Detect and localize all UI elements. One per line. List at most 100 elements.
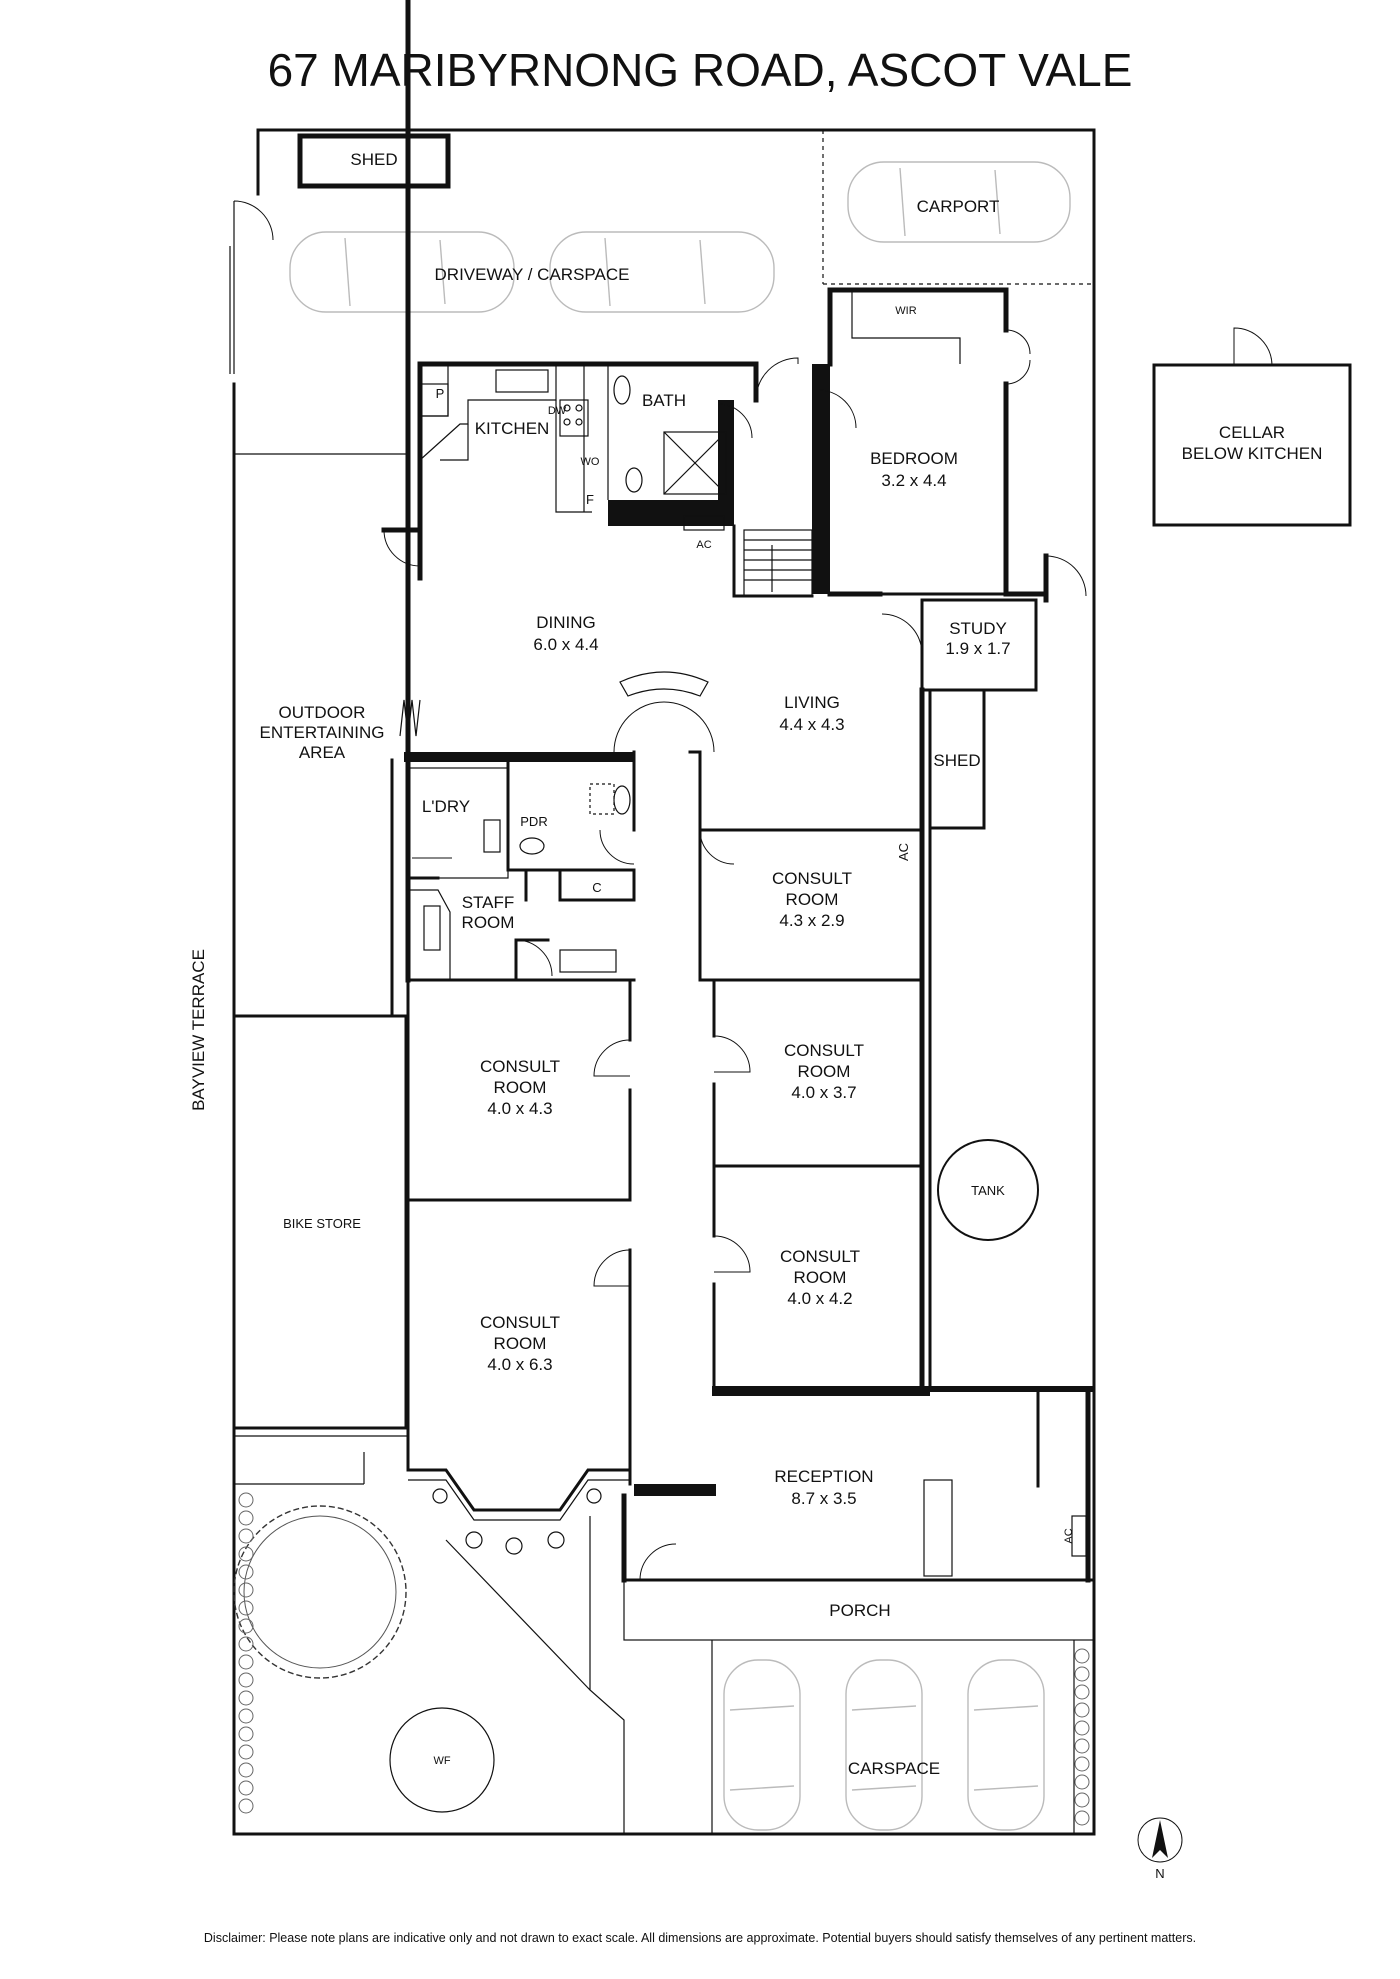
consult2-label-line1: CONSULT — [480, 1057, 560, 1076]
hedge-plant — [1074, 1720, 1090, 1736]
fridge-label: F — [586, 492, 594, 507]
car-icon — [549, 231, 775, 313]
hedge-plant — [1074, 1684, 1090, 1700]
bath-fixtures — [607, 364, 727, 531]
consult2-door[interactable] — [593, 1039, 631, 1077]
wall-oven-label: WO — [581, 456, 600, 468]
outdoor-label-line3: AREA — [299, 743, 346, 762]
hedge-plant — [1074, 1702, 1090, 1718]
cellar — [1152, 363, 1352, 527]
hedge-plant — [238, 1528, 254, 1544]
tree-icon — [233, 1505, 407, 1679]
cellar-label-line1: CELLAR — [1219, 423, 1285, 442]
bedroom-dimensions: 3.2 x 4.4 — [881, 471, 946, 490]
study-door[interactable] — [881, 613, 923, 655]
consult2-label-line2: ROOM — [494, 1078, 547, 1097]
hall-door[interactable] — [755, 357, 799, 401]
fireplace — [619, 671, 709, 697]
pdr-door[interactable] — [599, 829, 635, 865]
reception-dimensions: 8.7 x 3.5 — [791, 1489, 856, 1508]
car-icon — [967, 1659, 1045, 1831]
bifold-door[interactable] — [399, 699, 421, 737]
consult1-dimensions: 4.3 x 2.9 — [779, 911, 844, 930]
outdoor-label-line2: ENTERTAINING — [260, 723, 385, 742]
porch-label: PORCH — [829, 1601, 890, 1620]
bath-door[interactable] — [717, 403, 753, 439]
consult5-door[interactable] — [593, 1249, 631, 1287]
hedge-plant — [238, 1600, 254, 1616]
dishwasher-label: DW — [548, 405, 567, 417]
staff-door[interactable] — [515, 939, 553, 977]
water-feature — [389, 1707, 495, 1813]
disclaimer: Disclaimer: Please note plans are indica… — [204, 1931, 1196, 1945]
consult4-label-line2: ROOM — [794, 1268, 847, 1287]
kitchen-label: KITCHEN — [475, 419, 550, 438]
consult4-label-line1: CONSULT — [780, 1247, 860, 1266]
hedge-plant — [238, 1690, 254, 1706]
hedge-plant — [1074, 1666, 1090, 1682]
street-label: BAYVIEW TERRACE — [189, 949, 208, 1111]
hedge-plant — [238, 1636, 254, 1652]
planter-pots — [432, 1488, 602, 1555]
consult4-dimensions: 4.0 x 4.2 — [787, 1289, 852, 1308]
wir-door[interactable] — [1005, 329, 1031, 385]
hedge-plant — [238, 1582, 254, 1598]
hedge-plant — [238, 1726, 254, 1742]
carport-label: CARPORT — [917, 197, 1000, 216]
ac-label-3: AC — [1063, 1528, 1075, 1543]
staff-room-label-line1: STAFF — [462, 893, 515, 912]
hedge-plant — [238, 1546, 254, 1562]
hedge-plant — [238, 1618, 254, 1634]
car-icon — [723, 1659, 801, 1831]
cellar-door[interactable] — [1233, 327, 1273, 366]
hedge-plant — [238, 1654, 254, 1670]
car-icon — [289, 231, 515, 313]
carspace-label: CARSPACE — [848, 1759, 940, 1778]
hedge-plant — [238, 1780, 254, 1796]
consult1-door[interactable] — [699, 829, 735, 865]
shed-top-label: SHED — [350, 150, 397, 169]
hedge-plant — [1074, 1648, 1090, 1664]
staff-room-label-line2: ROOM — [462, 913, 515, 932]
consult3-label-line1: CONSULT — [784, 1041, 864, 1060]
hedge-plant — [238, 1510, 254, 1526]
consult3-door[interactable] — [713, 1035, 751, 1073]
consult1-label-line2: ROOM — [786, 890, 839, 909]
study-label: STUDY — [949, 619, 1007, 638]
gate-door[interactable] — [233, 200, 274, 241]
hedge-plant — [238, 1672, 254, 1688]
bedroom-door[interactable] — [817, 389, 857, 429]
dining-door[interactable] — [383, 529, 421, 567]
water-feature-label: WF — [433, 1755, 450, 1767]
driveway-label: DRIVEWAY / CARSPACE — [435, 265, 630, 284]
living-door[interactable] — [613, 701, 715, 753]
ac-label-1: AC — [696, 539, 711, 551]
hedge-plant — [238, 1762, 254, 1778]
powder-room-label: PDR — [520, 814, 547, 829]
shed-side-label: SHED — [933, 751, 980, 770]
study-dimensions: 1.9 x 1.7 — [945, 639, 1010, 658]
consult4-door[interactable] — [713, 1235, 751, 1273]
dining-dimensions: 6.0 x 4.4 — [533, 635, 598, 654]
north-arrow-icon — [1137, 1817, 1183, 1863]
hedge-plant — [238, 1492, 254, 1508]
front-door[interactable] — [639, 1543, 677, 1581]
hedge-plant — [238, 1708, 254, 1724]
bath-label: BATH — [642, 391, 686, 410]
car-icon — [847, 161, 1071, 243]
tank-label: TANK — [971, 1183, 1005, 1198]
cupboard-label: C — [592, 880, 601, 895]
hedge-plants — [238, 1492, 254, 1814]
hedge-plant — [238, 1744, 254, 1760]
ac-label-2: AC — [896, 843, 911, 861]
consult3-label-line2: ROOM — [798, 1062, 851, 1081]
side-door[interactable] — [1045, 555, 1087, 597]
consult5-dimensions: 4.0 x 6.3 — [487, 1355, 552, 1374]
kitchen-fixtures — [419, 364, 592, 513]
consult5-label-line2: ROOM — [494, 1334, 547, 1353]
water-tank — [937, 1139, 1039, 1241]
hedge-plant — [1074, 1774, 1090, 1790]
living-label: LIVING — [784, 693, 840, 712]
hedge-plant — [1074, 1792, 1090, 1808]
